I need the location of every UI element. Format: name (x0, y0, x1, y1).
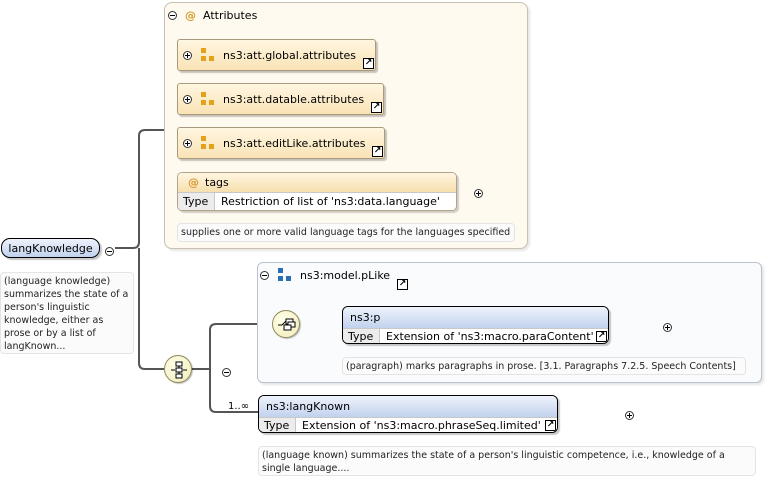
shortcut-arrow-icon[interactable]: ↗ (372, 146, 383, 157)
langknown-element[interactable]: ns3:langKnown Type Extension of 'ns3:mac… (258, 395, 558, 433)
type-key: Type (178, 193, 215, 210)
attribute-group-icon (201, 92, 215, 106)
shortcut-arrow-icon[interactable]: ↗ (397, 279, 408, 290)
at-sign-icon: @ (188, 176, 199, 189)
tags-documentation: supplies one or more valid language tags… (177, 223, 515, 242)
attribute-group-icon (201, 48, 215, 62)
sequence-compositor[interactable] (164, 355, 192, 383)
attribute-group-global[interactable]: ns3:att.global.attributes ↗ (177, 39, 376, 71)
langknown-documentation: (language known) summarizes the state of… (258, 446, 756, 476)
attribute-group-icon (201, 136, 215, 150)
type-value: Restriction of list of 'ns3:data.languag… (221, 195, 440, 208)
root-element[interactable]: langKnowledge (1, 238, 100, 258)
collapse-root-toggle[interactable] (105, 246, 114, 256)
expand-p-toggle[interactable] (663, 322, 672, 332)
tags-type-row: Type Restriction of list of 'ns3:data.la… (178, 192, 456, 210)
tags-doc-text: supplies one or more valid language tags… (181, 227, 511, 238)
p-type-row: Type Extension of 'ns3:macro.paraContent… (343, 328, 608, 343)
attributes-title: Attributes (203, 8, 258, 22)
attribute-group-label: ns3:att.editLike.attributes (223, 136, 366, 150)
attribute-group-label: ns3:att.global.attributes (223, 48, 357, 62)
p-documentation: (paragraph) marks paragraphs in prose. [… (342, 357, 746, 375)
p-element-name: ns3:p (343, 307, 608, 328)
langknown-element-name: ns3:langKnown (259, 396, 557, 417)
expand-langknown-toggle[interactable] (624, 410, 634, 420)
tags-attribute[interactable]: @ tags Type Restriction of list of 'ns3:… (177, 172, 457, 211)
root-element-name: langKnowledge (8, 241, 93, 255)
choice-compositor[interactable] (272, 310, 300, 338)
type-key: Type (259, 418, 296, 432)
collapse-model-group-toggle[interactable] (260, 270, 269, 280)
p-element[interactable]: ns3:p Type Extension of 'ns3:macro.paraC… (342, 306, 609, 344)
attribute-group-datable[interactable]: ns3:att.datable.attributes ↗ (177, 83, 384, 115)
sequence-compositor-icon (171, 361, 187, 379)
model-group-header[interactable]: ns3:model.pLike (260, 267, 390, 283)
collapse-sequence-toggle[interactable] (222, 367, 231, 377)
cardinality-label: 1..∞ (228, 401, 250, 412)
type-value: Extension of 'ns3:macro.phraseSeq.limite… (302, 419, 541, 432)
type-key: Type (343, 329, 380, 343)
langknown-type-row: Type Extension of 'ns3:macro.phraseSeq.l… (259, 417, 557, 432)
langknown-doc-text: (language known) summarizes the state of… (262, 450, 725, 474)
attribute-group-label: ns3:att.datable.attributes (223, 92, 365, 106)
expand-toggle[interactable] (183, 94, 192, 104)
tags-attribute-header: @ tags (178, 173, 456, 192)
expand-tags-toggle[interactable] (473, 188, 483, 198)
attribute-group-editlike[interactable]: ns3:att.editLike.attributes ↗ (177, 127, 385, 159)
collapse-attributes-toggle[interactable] (168, 10, 177, 20)
choice-compositor-icon (278, 318, 296, 331)
shortcut-arrow-icon[interactable]: ↗ (545, 420, 556, 431)
expand-toggle[interactable] (183, 50, 192, 60)
expand-toggle[interactable] (183, 138, 192, 148)
root-documentation: (language knowledge) summarizes the stat… (0, 272, 134, 354)
model-group-icon (278, 268, 292, 282)
shortcut-arrow-icon[interactable]: ↗ (596, 331, 607, 342)
tags-attribute-name: tags (205, 176, 229, 189)
shortcut-arrow-icon[interactable]: ↗ (371, 102, 382, 113)
model-group-label: ns3:model.pLike (300, 268, 391, 282)
at-sign-icon: @ (185, 8, 196, 22)
shortcut-arrow-icon[interactable]: ↗ (363, 58, 374, 69)
p-doc-text: (paragraph) marks paragraphs in prose. [… (346, 361, 736, 372)
root-doc-text: (language knowledge) summarizes the stat… (4, 276, 129, 352)
attributes-header: @ Attributes (168, 7, 257, 23)
type-value: Extension of 'ns3:macro.paraContent' (386, 330, 594, 343)
